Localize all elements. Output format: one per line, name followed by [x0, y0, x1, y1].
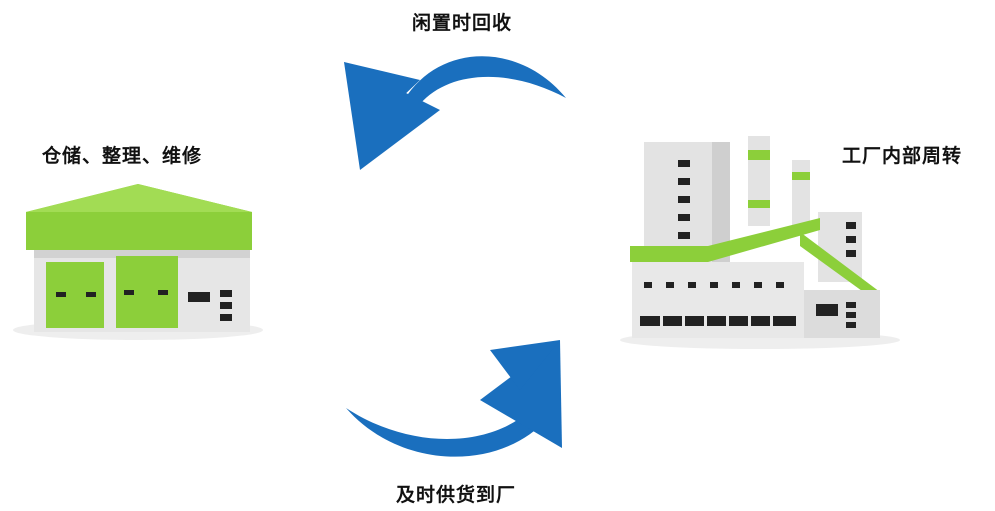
factory-icon	[620, 136, 900, 349]
bottom-arrow	[346, 340, 562, 457]
label-timely-delivery: 及时供货到厂	[396, 484, 517, 506]
label-factory: 工厂内部周转	[842, 145, 963, 167]
warehouse-icon	[13, 184, 263, 340]
label-warehouse: 仓储、整理、维修	[42, 145, 203, 167]
label-idle-recovery: 闲置时回收	[412, 12, 513, 34]
top-arrow	[344, 56, 566, 170]
